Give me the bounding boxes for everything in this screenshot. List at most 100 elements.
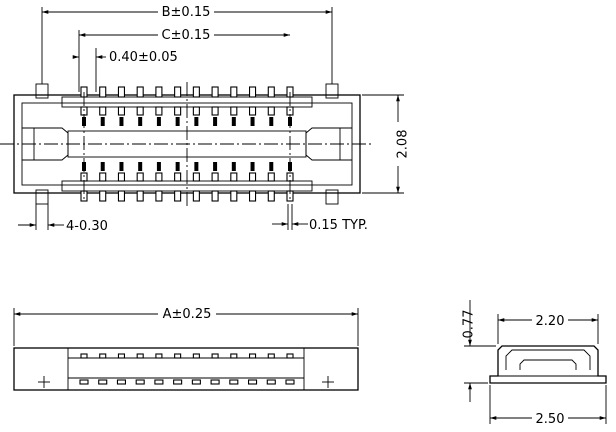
- dim-c-label: C±0.15: [162, 28, 211, 43]
- pin-top-tab: [117, 86, 126, 98]
- side-view-body: [13, 347, 359, 391]
- side-pin-bottom: [229, 379, 239, 385]
- pin-top-tab: [174, 86, 182, 98]
- pin-bottom-contact: [99, 172, 107, 182]
- post-top-right: [325, 83, 339, 99]
- dim-b-label: B±0.15: [162, 5, 211, 20]
- pin-top-tip: [138, 117, 143, 126]
- side-pin-top: [211, 353, 219, 359]
- pin-top-contact: [136, 106, 144, 116]
- post-bottom-right: [325, 189, 339, 205]
- side-pin-top: [286, 353, 294, 359]
- side-view-right-block: [303, 347, 359, 391]
- pin-top-tip: [231, 117, 236, 126]
- side-pin-top: [230, 353, 238, 359]
- pin-bottom-tip: [138, 162, 143, 171]
- side-pin-top: [80, 353, 88, 359]
- pin-top-tip: [100, 117, 105, 126]
- pin-top-tab: [230, 86, 238, 98]
- pin-bottom-tab: [155, 190, 163, 202]
- pin-bottom-tip: [100, 162, 105, 171]
- pin-bottom-contact: [174, 172, 182, 182]
- post-top-left: [35, 83, 49, 99]
- pin-bottom-contact: [155, 172, 163, 182]
- pin-top-contact: [174, 106, 182, 116]
- dim-height-label: 2.08: [396, 130, 411, 159]
- pin-bottom-tip: [231, 162, 236, 171]
- pin-bottom-tab: [230, 190, 238, 202]
- dim-pin-width-label: 0.15 TYP.: [309, 218, 368, 233]
- side-pin-bottom: [116, 379, 127, 385]
- pin-bottom-tab: [117, 190, 126, 202]
- pin-bottom-tip: [175, 162, 180, 171]
- dim-inner-label: 2.20: [536, 314, 565, 329]
- pin-top-tab: [155, 86, 163, 98]
- pin-bottom-tab: [211, 190, 219, 202]
- pin-top-tip: [213, 117, 218, 126]
- side-pin-bottom: [79, 379, 89, 385]
- side-pin-top: [174, 353, 182, 359]
- pin-top-tip: [119, 117, 124, 126]
- pin-bottom-contact: [248, 172, 257, 182]
- end-view-body: [489, 345, 607, 384]
- pin-top-tab: [267, 86, 275, 98]
- side-pin-bottom: [285, 379, 295, 385]
- side-pin-top: [117, 353, 126, 359]
- pin-bottom-contact: [267, 172, 275, 182]
- dim-pitch-label: 0.40±0.05: [109, 50, 178, 65]
- pin-top-contact: [267, 106, 275, 116]
- top-view: B±0.15 C±0.15 0.40±0.05 2.08 4-0.30 0.15…: [0, 5, 411, 234]
- pin-bottom-tip: [213, 162, 218, 171]
- side-pin-top: [155, 353, 163, 359]
- pin-top-tab: [248, 86, 257, 98]
- pin-top-tab: [99, 86, 107, 98]
- side-pin-top: [192, 353, 200, 359]
- pin-bottom-tip: [194, 162, 199, 171]
- pin-bottom-tab: [267, 190, 275, 202]
- pin-bottom-tip: [269, 162, 274, 171]
- pin-top-tab: [136, 86, 144, 98]
- pin-bottom-tip: [119, 162, 124, 171]
- side-pin-bottom: [191, 379, 201, 385]
- pin-bottom-tab: [174, 190, 182, 202]
- dim-outer-label: 2.50: [536, 412, 565, 427]
- pin-bottom-contact: [211, 172, 219, 182]
- pin-top-tab: [211, 86, 219, 98]
- pin-bottom-tab: [248, 190, 257, 202]
- side-view: A±0.25: [13, 307, 359, 391]
- side-pin-bottom: [210, 379, 220, 385]
- side-pin-top: [248, 353, 257, 359]
- side-pin-bottom: [98, 379, 108, 385]
- pin-bottom-tip: [250, 162, 255, 171]
- pin-top-tip: [250, 117, 255, 126]
- pin-bottom-contact: [136, 172, 144, 182]
- pin-top-tip: [175, 117, 180, 126]
- side-view-pins: [79, 353, 295, 385]
- side-pin-bottom: [135, 379, 145, 385]
- pin-bottom-tab: [99, 190, 107, 202]
- post-bottom-left: [35, 189, 49, 205]
- pin-bottom-contact: [117, 172, 126, 182]
- end-view-cavity: [505, 349, 591, 370]
- pin-top-contact: [230, 106, 238, 116]
- side-pin-bottom: [173, 379, 183, 385]
- side-pin-bottom: [247, 379, 258, 385]
- pin-bottom-contact: [230, 172, 238, 182]
- dim-a-label: A±0.25: [163, 307, 212, 322]
- pin-top-contact: [99, 106, 107, 116]
- pin-top-contact: [248, 106, 257, 116]
- pin-top-contact: [155, 106, 163, 116]
- pin-bottom-tab: [136, 190, 144, 202]
- side-pin-top: [99, 353, 107, 359]
- pin-top-tip: [194, 117, 199, 126]
- side-pin-top: [136, 353, 144, 359]
- pin-bottom-tab: [192, 190, 200, 202]
- side-pin-top: [267, 353, 275, 359]
- end-view-tongue: [519, 359, 577, 370]
- side-view-left-block: [13, 347, 69, 391]
- pin-top-tip: [269, 117, 274, 126]
- side-pin-bottom: [266, 379, 276, 385]
- pin-top-contact: [192, 106, 200, 116]
